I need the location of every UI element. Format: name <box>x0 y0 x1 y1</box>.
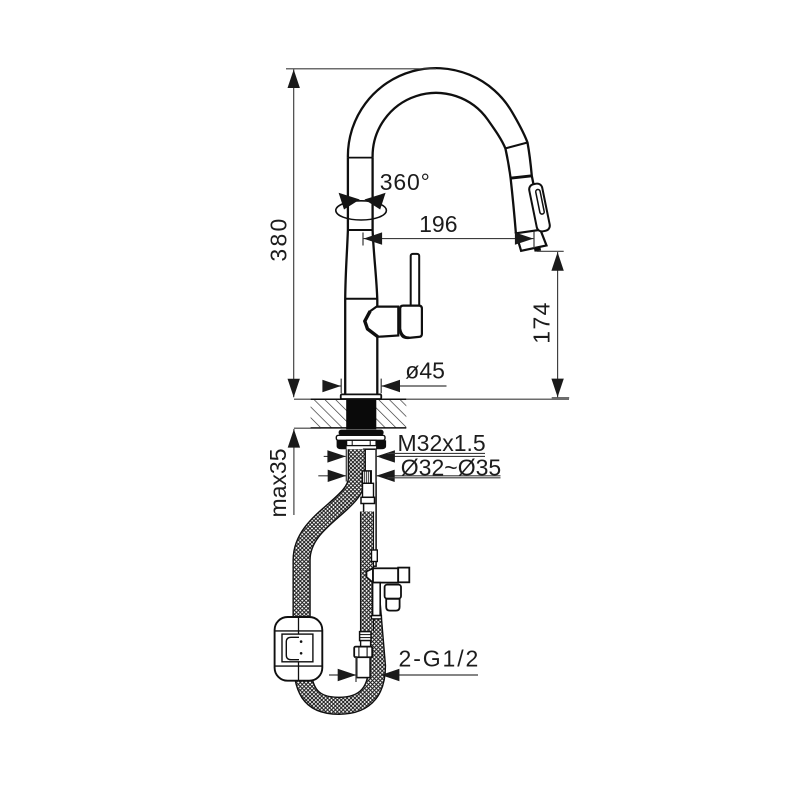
svg-text:ø45: ø45 <box>405 357 445 383</box>
svg-text:Ø32~Ø35: Ø32~Ø35 <box>401 454 501 480</box>
svg-text:2-G1/2: 2-G1/2 <box>399 646 481 672</box>
svg-text:174: 174 <box>529 301 555 344</box>
svg-text:max35: max35 <box>265 448 291 517</box>
svg-text:196: 196 <box>419 211 457 237</box>
svg-text:380: 380 <box>266 216 292 261</box>
svg-text:M32x1.5: M32x1.5 <box>398 430 486 456</box>
svg-text:360°: 360° <box>380 169 431 195</box>
